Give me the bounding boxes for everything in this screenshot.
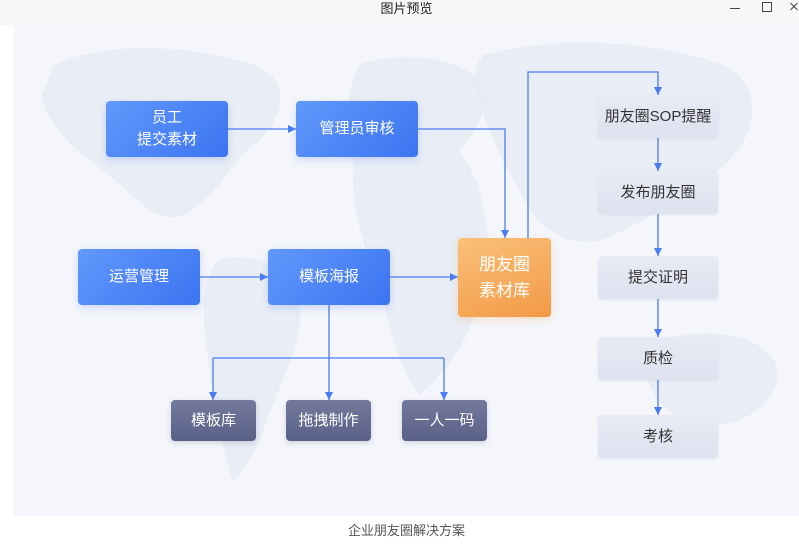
preview-image: 员工 提交素材 管理员审核 运营管理 模板海报 朋友圈 素材库 模板库 拖拽制作… — [14, 25, 799, 516]
node-assessment: 考核 — [598, 415, 718, 458]
node-template-poster: 模板海报 — [268, 249, 390, 305]
node-moments-library-line2: 素材库 — [479, 280, 530, 300]
node-admin-review-label: 管理员审核 — [319, 120, 395, 137]
node-template-poster-label: 模板海报 — [298, 268, 359, 285]
node-quality-check-label: 质检 — [642, 349, 673, 367]
window-title: 图片预览 — [380, 1, 433, 16]
node-drag-build: 拖拽制作 — [286, 400, 371, 441]
arrow-library-to-sop-reminder — [527, 71, 662, 238]
image-caption: 企业朋友圈解决方案 — [347, 523, 465, 538]
node-publish-moments-label: 发布朋友圈 — [620, 183, 696, 201]
node-template-library-label: 模板库 — [190, 411, 236, 429]
node-submit-proof-label: 提交证明 — [627, 268, 688, 286]
node-template-library: 模板库 — [171, 400, 256, 441]
node-staff-submit-line2: 提交素材 — [136, 131, 197, 148]
node-staff-submit-line1: 员工 — [151, 109, 182, 126]
node-ops-management: 运营管理 — [78, 249, 200, 305]
close-icon[interactable] — [789, 1, 799, 12]
maximize-icon[interactable] — [762, 2, 772, 12]
node-sop-reminder-label: 朋友圈SOP提醒 — [604, 107, 712, 125]
title-bar: 图片预览 — [0, 0, 799, 25]
arrow-admin-review-to-library — [418, 128, 509, 238]
node-drag-build-label: 拖拽制作 — [298, 411, 359, 429]
node-one-code-per-person-label: 一人一码 — [414, 411, 475, 429]
node-assessment-label: 考核 — [642, 427, 673, 445]
minimize-icon[interactable] — [730, 8, 740, 9]
node-sop-reminder: 朋友圈SOP提醒 — [598, 95, 718, 138]
node-ops-management-label: 运营管理 — [108, 268, 169, 285]
node-one-code-per-person: 一人一码 — [402, 400, 487, 441]
node-quality-check: 质检 — [598, 337, 718, 380]
node-submit-proof: 提交证明 — [598, 256, 718, 299]
node-moments-library-line1: 朋友圈 — [479, 254, 530, 274]
connector-layer — [200, 71, 662, 415]
node-staff-submit: 员工 提交素材 — [106, 101, 228, 157]
node-moments-library: 朋友圈 素材库 — [458, 238, 551, 317]
node-publish-moments: 发布朋友圈 — [598, 171, 718, 214]
node-admin-review: 管理员审核 — [296, 101, 418, 157]
